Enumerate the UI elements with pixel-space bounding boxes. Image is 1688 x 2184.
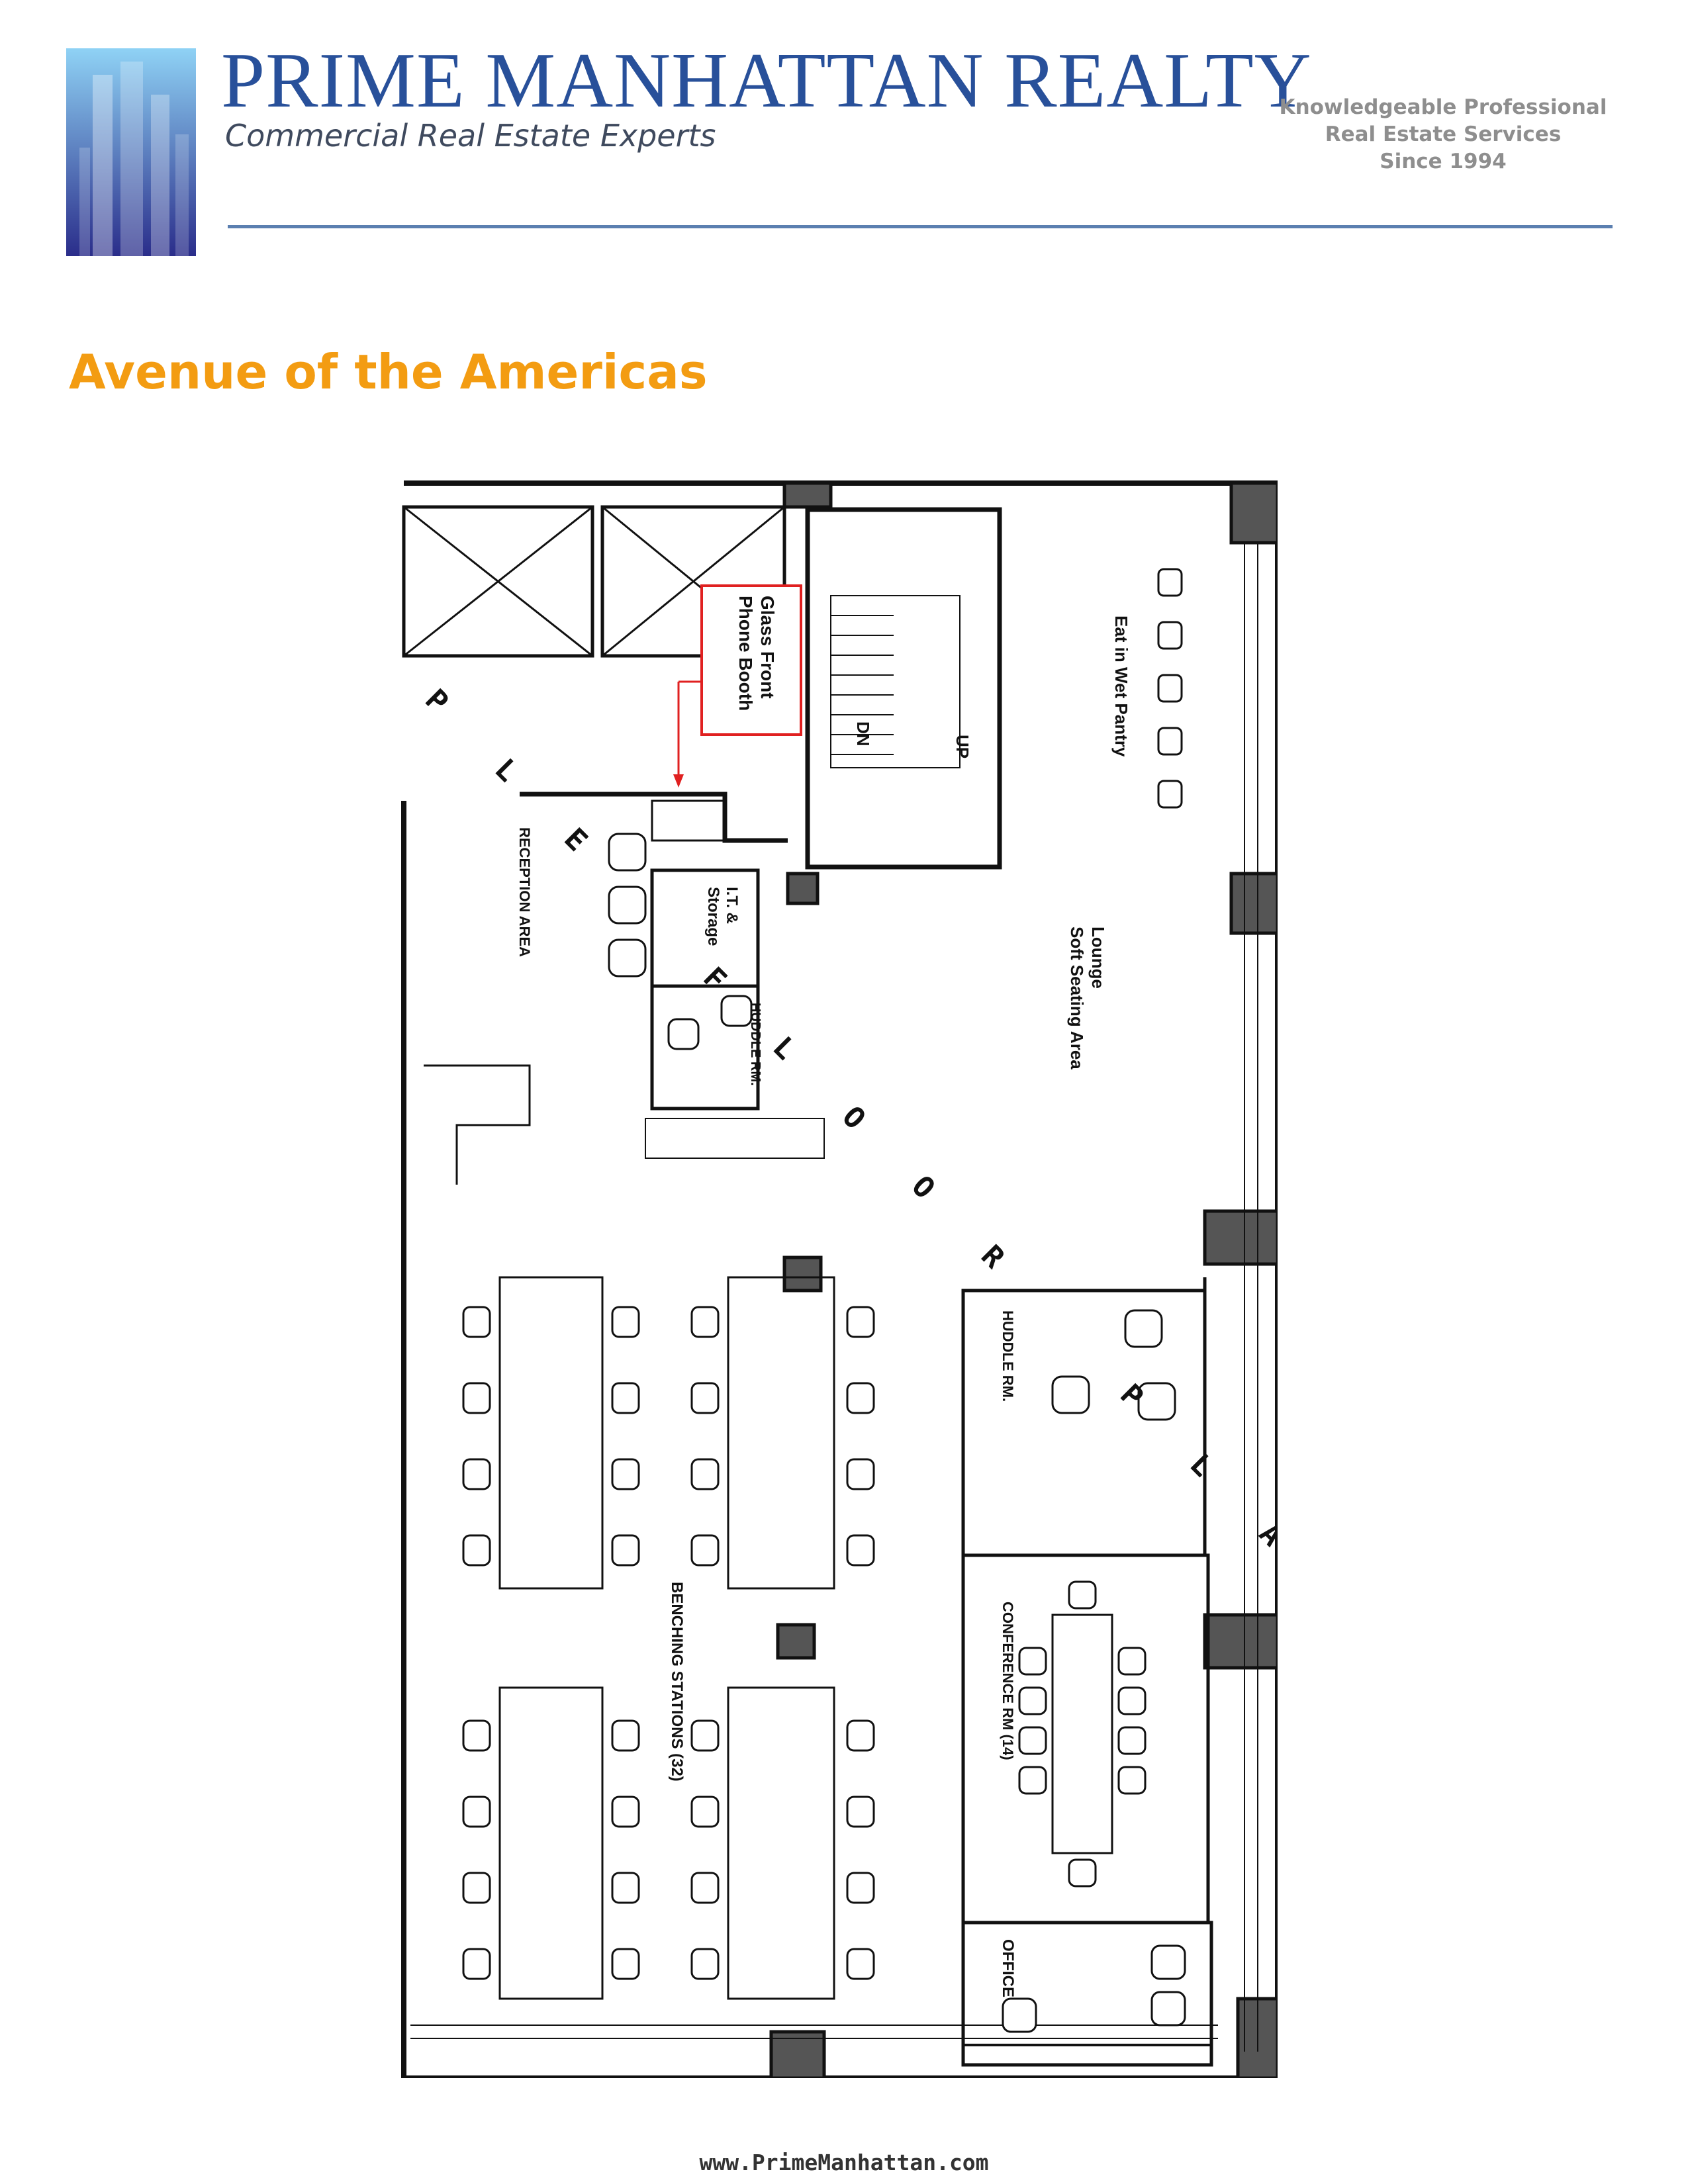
bench-desk	[498, 1686, 604, 2000]
footer-url[interactable]: www.PrimeManhattan.com	[699, 2150, 989, 2175]
bench-desk	[498, 1276, 604, 1590]
it-storage-label: Storage	[704, 887, 722, 946]
page-title: Avenue of the Americas	[69, 344, 708, 400]
watermark-letter: L	[488, 752, 524, 789]
column	[1203, 1613, 1278, 1670]
watermark-letter: L	[1183, 1447, 1219, 1484]
skyscraper-logo-icon	[66, 48, 196, 256]
phone-booth-label-line: Phone Booth	[735, 596, 756, 711]
office-label: OFFICE	[999, 1939, 1017, 1997]
motto-line: Real Estate Services	[1325, 122, 1562, 146]
floor-plan: Glass Front Phone Booth DN UP Eat in Wet…	[401, 480, 1278, 2078]
elevator	[600, 505, 786, 658]
bench-desk	[727, 1276, 835, 1590]
motto-line: Knowledgeable Professional	[1279, 95, 1607, 119]
huddle-room-large	[961, 1289, 1207, 1557]
brand-tagline: Commercial Real Estate Experts	[225, 118, 716, 154]
watermark-letter: A	[1252, 1517, 1278, 1553]
company-motto: Knowledgeable Professional Real Estate S…	[1258, 94, 1628, 175]
conference-room-label: CONFERENCE RM (14)	[1000, 1602, 1016, 1760]
conference-table	[1051, 1614, 1113, 1854]
lounge-label: Lounge	[1088, 927, 1108, 989]
benching-stations-label: BENCHING STATIONS (32)	[668, 1582, 686, 1782]
header-divider	[228, 225, 1613, 228]
watermark-letter: P	[418, 683, 455, 719]
phone-booth-label-line: Glass Front	[757, 596, 778, 699]
watermark-letter: E	[557, 822, 594, 858]
motto-line: Since 1994	[1380, 150, 1507, 173]
reception-label: RECEPTION AREA	[516, 827, 533, 957]
huddle-room-large-label: HUDDLE RM.	[1000, 1310, 1016, 1402]
outer-wall	[401, 480, 1278, 2078]
stair-down-label: DN	[853, 721, 873, 747]
lounge-label: Soft Seating Area	[1067, 927, 1087, 1069]
watermark-letter: R	[974, 1239, 1011, 1275]
brand-name: PRIME MANHATTAN REALTY	[221, 36, 1312, 124]
stair-up-label: UP	[953, 735, 972, 758]
watermark-letter: O	[835, 1100, 872, 1136]
huddle-room-small-label: HUDDLE RM.	[748, 1003, 763, 1086]
stair-core	[805, 507, 1002, 870]
bench-desk	[727, 1686, 835, 2000]
column	[1203, 1209, 1278, 1266]
watermark-letter: O	[905, 1169, 941, 1206]
column	[1229, 872, 1278, 935]
elevator	[402, 505, 594, 658]
column	[769, 2030, 826, 2078]
phone-booth-callout	[700, 584, 802, 736]
pantry-label: Eat in Wet Pantry	[1111, 615, 1131, 757]
phone-booth-label: Glass Front Phone Booth	[735, 596, 778, 711]
watermark-letter: F	[696, 961, 733, 997]
it-storage-label: I.T. &	[723, 887, 741, 924]
column	[782, 481, 833, 509]
column	[1229, 481, 1278, 545]
watermark-letter: L	[766, 1030, 802, 1067]
column	[786, 872, 820, 905]
